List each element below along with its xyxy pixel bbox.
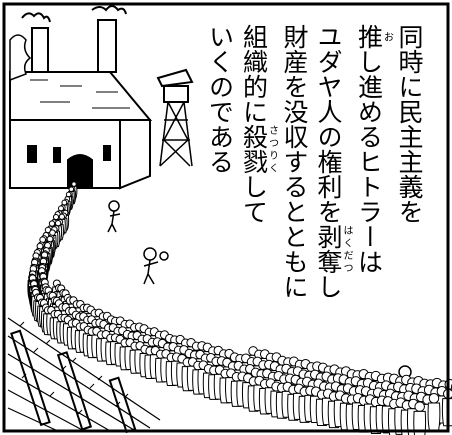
narration-line-1: 同時に民主主義を: [395, 24, 424, 224]
narration-line-2: 推おし進めるヒトラーは: [354, 24, 393, 274]
prisoner-head: [52, 213, 60, 221]
guard-tower: [156, 68, 194, 167]
narration-line-4: 財産を没収するとともに: [280, 24, 309, 299]
prisoner-head: [54, 219, 62, 227]
ruby-slaughter: 殺戮さつりく: [239, 124, 278, 174]
fence-post: [10, 329, 51, 427]
factory-window: [103, 145, 111, 161]
prisoner-head: [428, 392, 440, 404]
guard-tower-cab: [163, 85, 189, 103]
smoke-left: [21, 12, 51, 23]
factory-window: [27, 145, 37, 163]
prisoner-body: [427, 402, 441, 431]
factory-doorway: [67, 154, 93, 189]
ruby-push: 推お: [354, 24, 393, 49]
narration-box: 同時に民主主義を 推おし進めるヒトラーは ユダヤ人の権利を剥奪はくだつし 財産を…: [203, 24, 427, 324]
prisoner-head: [58, 213, 66, 220]
factory-window: [53, 147, 61, 163]
guard-tower-roof: [156, 68, 194, 88]
prisoner-head: [65, 191, 72, 198]
factory-side-wall: [119, 119, 151, 190]
fence-post: [56, 351, 93, 431]
prisoner-column: [27, 181, 452, 435]
fence-barbs: [19, 321, 129, 415]
left-foliage: [9, 34, 32, 82]
narration-line-3: ユダヤ人の権利を剥奪はくだつし: [314, 24, 352, 299]
guard-figure: [108, 200, 120, 212]
narration-line-5: 組織的に殺戮さつりくして: [239, 24, 278, 224]
chimney-left: [31, 27, 49, 73]
prisoner-head: [68, 186, 75, 193]
prisoner-head: [61, 199, 68, 206]
prisoner-head: [58, 205, 64, 212]
prisoner-head: [48, 220, 56, 227]
fence-wires: [7, 317, 161, 433]
prisoner-body: [413, 410, 427, 435]
prisoner-head: [414, 401, 425, 412]
chimney-center: [97, 19, 117, 73]
narration-line-6: いくのである: [205, 24, 235, 174]
guard-figures: [107, 200, 415, 407]
prisoner-head: [71, 181, 77, 187]
smoke-center: [91, 5, 127, 15]
guard-figure: [143, 247, 157, 261]
guard-tower-legs: [159, 101, 193, 167]
factory-building: [9, 5, 153, 190]
ruby-deprive: 剥奪はくだつ: [314, 224, 352, 274]
guard-figure: [159, 251, 169, 261]
